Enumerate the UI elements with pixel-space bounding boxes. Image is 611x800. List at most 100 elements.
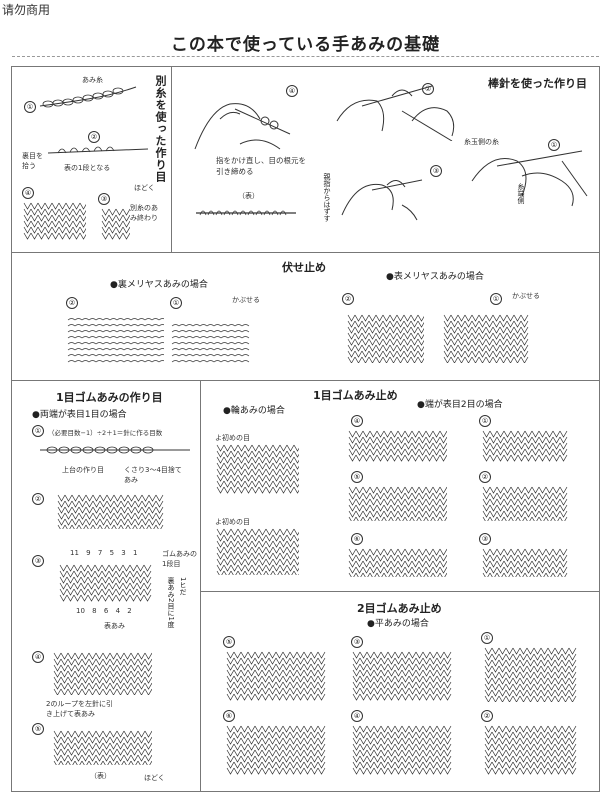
step-5: ⑤ <box>32 723 44 735</box>
panel-heading-waste: 別糸を使った作り目 <box>154 75 167 183</box>
rib-edge-swatch-4 <box>347 429 447 463</box>
label-pick-up-purl: 裏目を拾う <box>22 152 43 170</box>
label-front: （表） <box>90 772 111 780</box>
panel-rib1-cast-on: 1目ゴムあみの作り目 ●両端が表目1目の場合 ① （必要目数−1）÷2＋1＝針に… <box>11 380 201 792</box>
panel-heading-bind-off: 伏せ止め <box>282 261 326 274</box>
rib2-swatch-2 <box>483 724 579 776</box>
purl-swatch-1 <box>170 321 250 363</box>
label-tighten: 指をかけ直し、目の根元を引き締める <box>216 156 306 176</box>
chain-row-illustration <box>40 441 190 459</box>
label-chain-discard: くさり3〜4目捨てあみ <box>124 466 182 484</box>
num-2: 2 <box>127 607 132 615</box>
label-cover: かぶせる <box>232 296 260 304</box>
rib-edge-swatch-6 <box>347 547 447 577</box>
step-2: ② <box>481 710 493 722</box>
label-knitting-yarn: あみ糸 <box>82 76 103 84</box>
step-4: ④ <box>286 85 298 97</box>
step-4: ④ <box>22 187 34 199</box>
watermark: 请勿商用 <box>2 3 51 17</box>
knit-swatch-right <box>100 207 130 241</box>
chain-illustration <box>38 81 138 111</box>
label-both-ends: ●両端が表目1目の場合 <box>32 410 127 420</box>
rib-top-numbers: 11 9 7 5 3 1 <box>70 549 137 557</box>
panel-cast-on-needle: 棒針を使った作り目 ④ ② ③ ① 糸玉側の糸 糸端側 指をかけ直し、目の根元を… <box>171 66 600 253</box>
label-first-row: 表の1段となる <box>64 164 111 172</box>
knit-swatch-left <box>22 201 86 241</box>
step-1: ① <box>490 293 502 305</box>
step-5: ⑤ <box>223 636 235 648</box>
label-cover: かぶせる <box>512 292 540 300</box>
num-10: 10 <box>76 607 85 615</box>
knit-swatch-1 <box>442 313 530 363</box>
step-1: ① <box>24 101 36 113</box>
step-6: ⑥ <box>351 533 363 545</box>
label-knit: 表あみ <box>104 622 125 630</box>
label-edge-knit2: ●端が表目2目の場合 <box>417 400 503 410</box>
step-3: ③ <box>98 193 110 205</box>
pickup-illustration <box>48 141 148 163</box>
rib-bottom-numbers: 10 8 6 4 2 <box>76 607 132 615</box>
label-purl-two: 裏あみ2目に1度 <box>167 577 175 628</box>
rib-edge-swatch-2 <box>481 485 571 521</box>
label-ball-side-yarn: 糸玉側の糸 <box>464 138 499 146</box>
step-1: ① <box>481 632 493 644</box>
step-1: ① <box>479 415 491 427</box>
num-6: 6 <box>103 607 109 615</box>
knit-swatch-2 <box>346 313 424 363</box>
step-1: ① <box>548 139 560 151</box>
step-4: ④ <box>351 710 363 722</box>
num-5: 5 <box>109 549 115 557</box>
num-4: 4 <box>115 607 121 615</box>
label-circular: ●輪あみの場合 <box>223 406 285 416</box>
label-flat-case: ●平あみの場合 <box>367 619 429 629</box>
formula: （必要目数−1）÷2＋1＝針に作る目数 <box>48 429 163 437</box>
step-5: ⑤ <box>351 471 363 483</box>
step-1: ① <box>32 425 44 437</box>
hands-illustration-4 <box>190 89 300 159</box>
num-7: 7 <box>97 549 103 557</box>
label-knit-case: ●表メリヤスあみの場合 <box>386 272 484 282</box>
label-rib-start: ゴムあみの1段目 <box>162 550 197 568</box>
label-loop-note: 2のループを左針に引き上げて表あみ <box>46 700 114 718</box>
rib-swatch-5 <box>52 729 152 765</box>
step-2: ② <box>342 293 354 305</box>
step-4: ④ <box>32 651 44 663</box>
label-remove-from-thumb: 親指からはずす <box>323 173 331 222</box>
label-first-stitch: よ初めの目 <box>215 434 250 442</box>
label-purl-case: ●裏メリヤスあみの場合 <box>110 280 208 290</box>
rib-circular-swatch-1 <box>215 443 299 495</box>
hands-illustration-3 <box>332 165 432 225</box>
step-4: ④ <box>351 415 363 427</box>
panel-heading-rib2-bind-off: 2目ゴムあみ止め <box>357 602 442 615</box>
label-upper-cast-on: 上台の作り目 <box>62 466 104 474</box>
step-3: ③ <box>351 636 363 648</box>
rib2-swatch-5 <box>225 650 329 702</box>
step-2: ② <box>32 493 44 505</box>
panel-heading-rib1-cast-on: 1目ゴムあみの作り目 <box>56 391 163 404</box>
rib-edge-swatch-5 <box>347 485 447 521</box>
panel-heading-rib1-bind-off: 1目ゴムあみ止め <box>313 389 398 402</box>
panel-cast-on-waste: 別糸を使った作り目 ① あみ糸 ② 裏目を拾う 表の1段となる ④ ③ ほどく … <box>11 66 173 253</box>
step-2: ② <box>88 131 100 143</box>
panel-rib1-bind-off: 1目ゴムあみ止め ●輪あみの場合 ●端が表目2目の場合 よ初めの目 よ初めの目 … <box>200 380 600 592</box>
label-waste-end: 別糸のあみ終わり <box>130 204 158 222</box>
label-unravel: ほどく <box>144 774 165 782</box>
num-1: 1 <box>132 549 138 557</box>
num-3: 3 <box>121 549 126 557</box>
label-front: （表） <box>238 192 259 200</box>
panel-rib2-bind-off: 2目ゴムあみ止め ●平あみの場合 ⑤ ③ ① ⑥ ④ ② <box>200 591 600 792</box>
step-2: ② <box>479 471 491 483</box>
rib-swatch-2 <box>56 493 166 529</box>
page-title: この本で使っている手あみの基礎 <box>170 35 441 55</box>
rib2-swatch-4 <box>351 724 455 776</box>
panel-heading-needle: 棒針を使った作り目 <box>488 77 587 90</box>
label-unravel: ほどく <box>134 184 155 192</box>
rib2-swatch-6 <box>225 724 329 776</box>
label-left-right: 1ヒだ <box>179 577 187 596</box>
panel-bind-off: 伏せ止め ●裏メリヤスあみの場合 ●表メリヤスあみの場合 ② ① ② ① かぶせ… <box>11 252 600 381</box>
hands-illustration-1 <box>462 141 592 211</box>
step-1: ① <box>170 297 182 309</box>
rib-edge-swatch-3 <box>481 547 571 577</box>
rib-edge-swatch-1 <box>481 429 571 463</box>
rib-swatch-4 <box>52 651 152 695</box>
